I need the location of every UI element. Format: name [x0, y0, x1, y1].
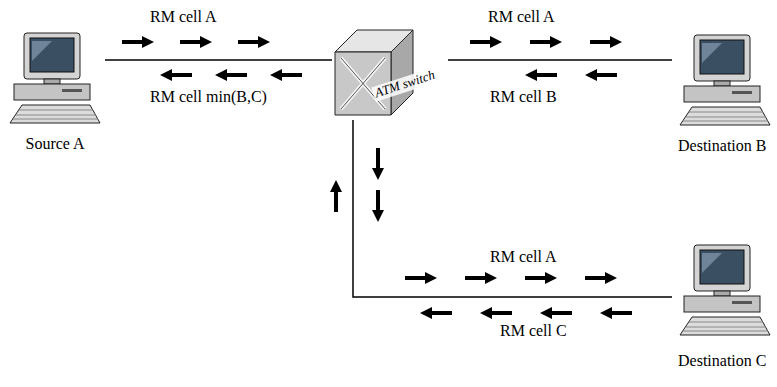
message-label: RM cell A	[490, 248, 557, 266]
left-arrow	[600, 307, 632, 319]
left-arrow	[215, 69, 247, 81]
right-arrow	[238, 36, 270, 48]
left-arrow	[585, 69, 617, 81]
down-arrow	[372, 148, 384, 180]
flow-arrows	[122, 36, 632, 319]
right-arrow	[122, 36, 154, 48]
node-label: Source A	[24, 135, 87, 153]
link-line	[448, 59, 672, 61]
left-arrow	[525, 69, 557, 81]
link-line	[353, 120, 672, 297]
message-label: RM cell B	[490, 88, 557, 106]
right-arrow	[525, 272, 557, 284]
computer-icon	[680, 245, 770, 335]
computer-icon	[680, 35, 770, 125]
right-arrow	[530, 36, 562, 48]
right-arrow	[465, 272, 497, 284]
node-label: ATM switch	[371, 67, 438, 102]
message-label: RM cell min(B,C)	[150, 88, 267, 106]
destination-computer: Destination C	[672, 240, 772, 370]
node-label: Destination C	[676, 352, 768, 370]
down-arrow	[372, 190, 384, 222]
right-arrow	[585, 272, 617, 284]
node-label: Destination B	[676, 137, 768, 155]
source-computer: Source A	[5, 28, 105, 153]
switch-icon	[335, 30, 413, 115]
right-arrow	[590, 36, 622, 48]
left-arrow	[270, 69, 302, 81]
message-label: RM cell C	[500, 322, 567, 340]
link-line	[105, 59, 332, 61]
atm-switch: ATM switch	[332, 25, 448, 120]
left-arrow	[480, 307, 512, 319]
message-label: RM cell A	[150, 8, 217, 26]
right-arrow	[180, 36, 212, 48]
up-arrow	[330, 180, 342, 212]
left-arrow	[160, 69, 192, 81]
left-arrow	[540, 307, 572, 319]
right-arrow	[405, 272, 437, 284]
message-label: RM cell A	[488, 8, 555, 26]
destination-computer: Destination B	[672, 30, 772, 155]
computer-icon	[10, 33, 100, 123]
left-arrow	[420, 307, 452, 319]
right-arrow	[470, 36, 502, 48]
